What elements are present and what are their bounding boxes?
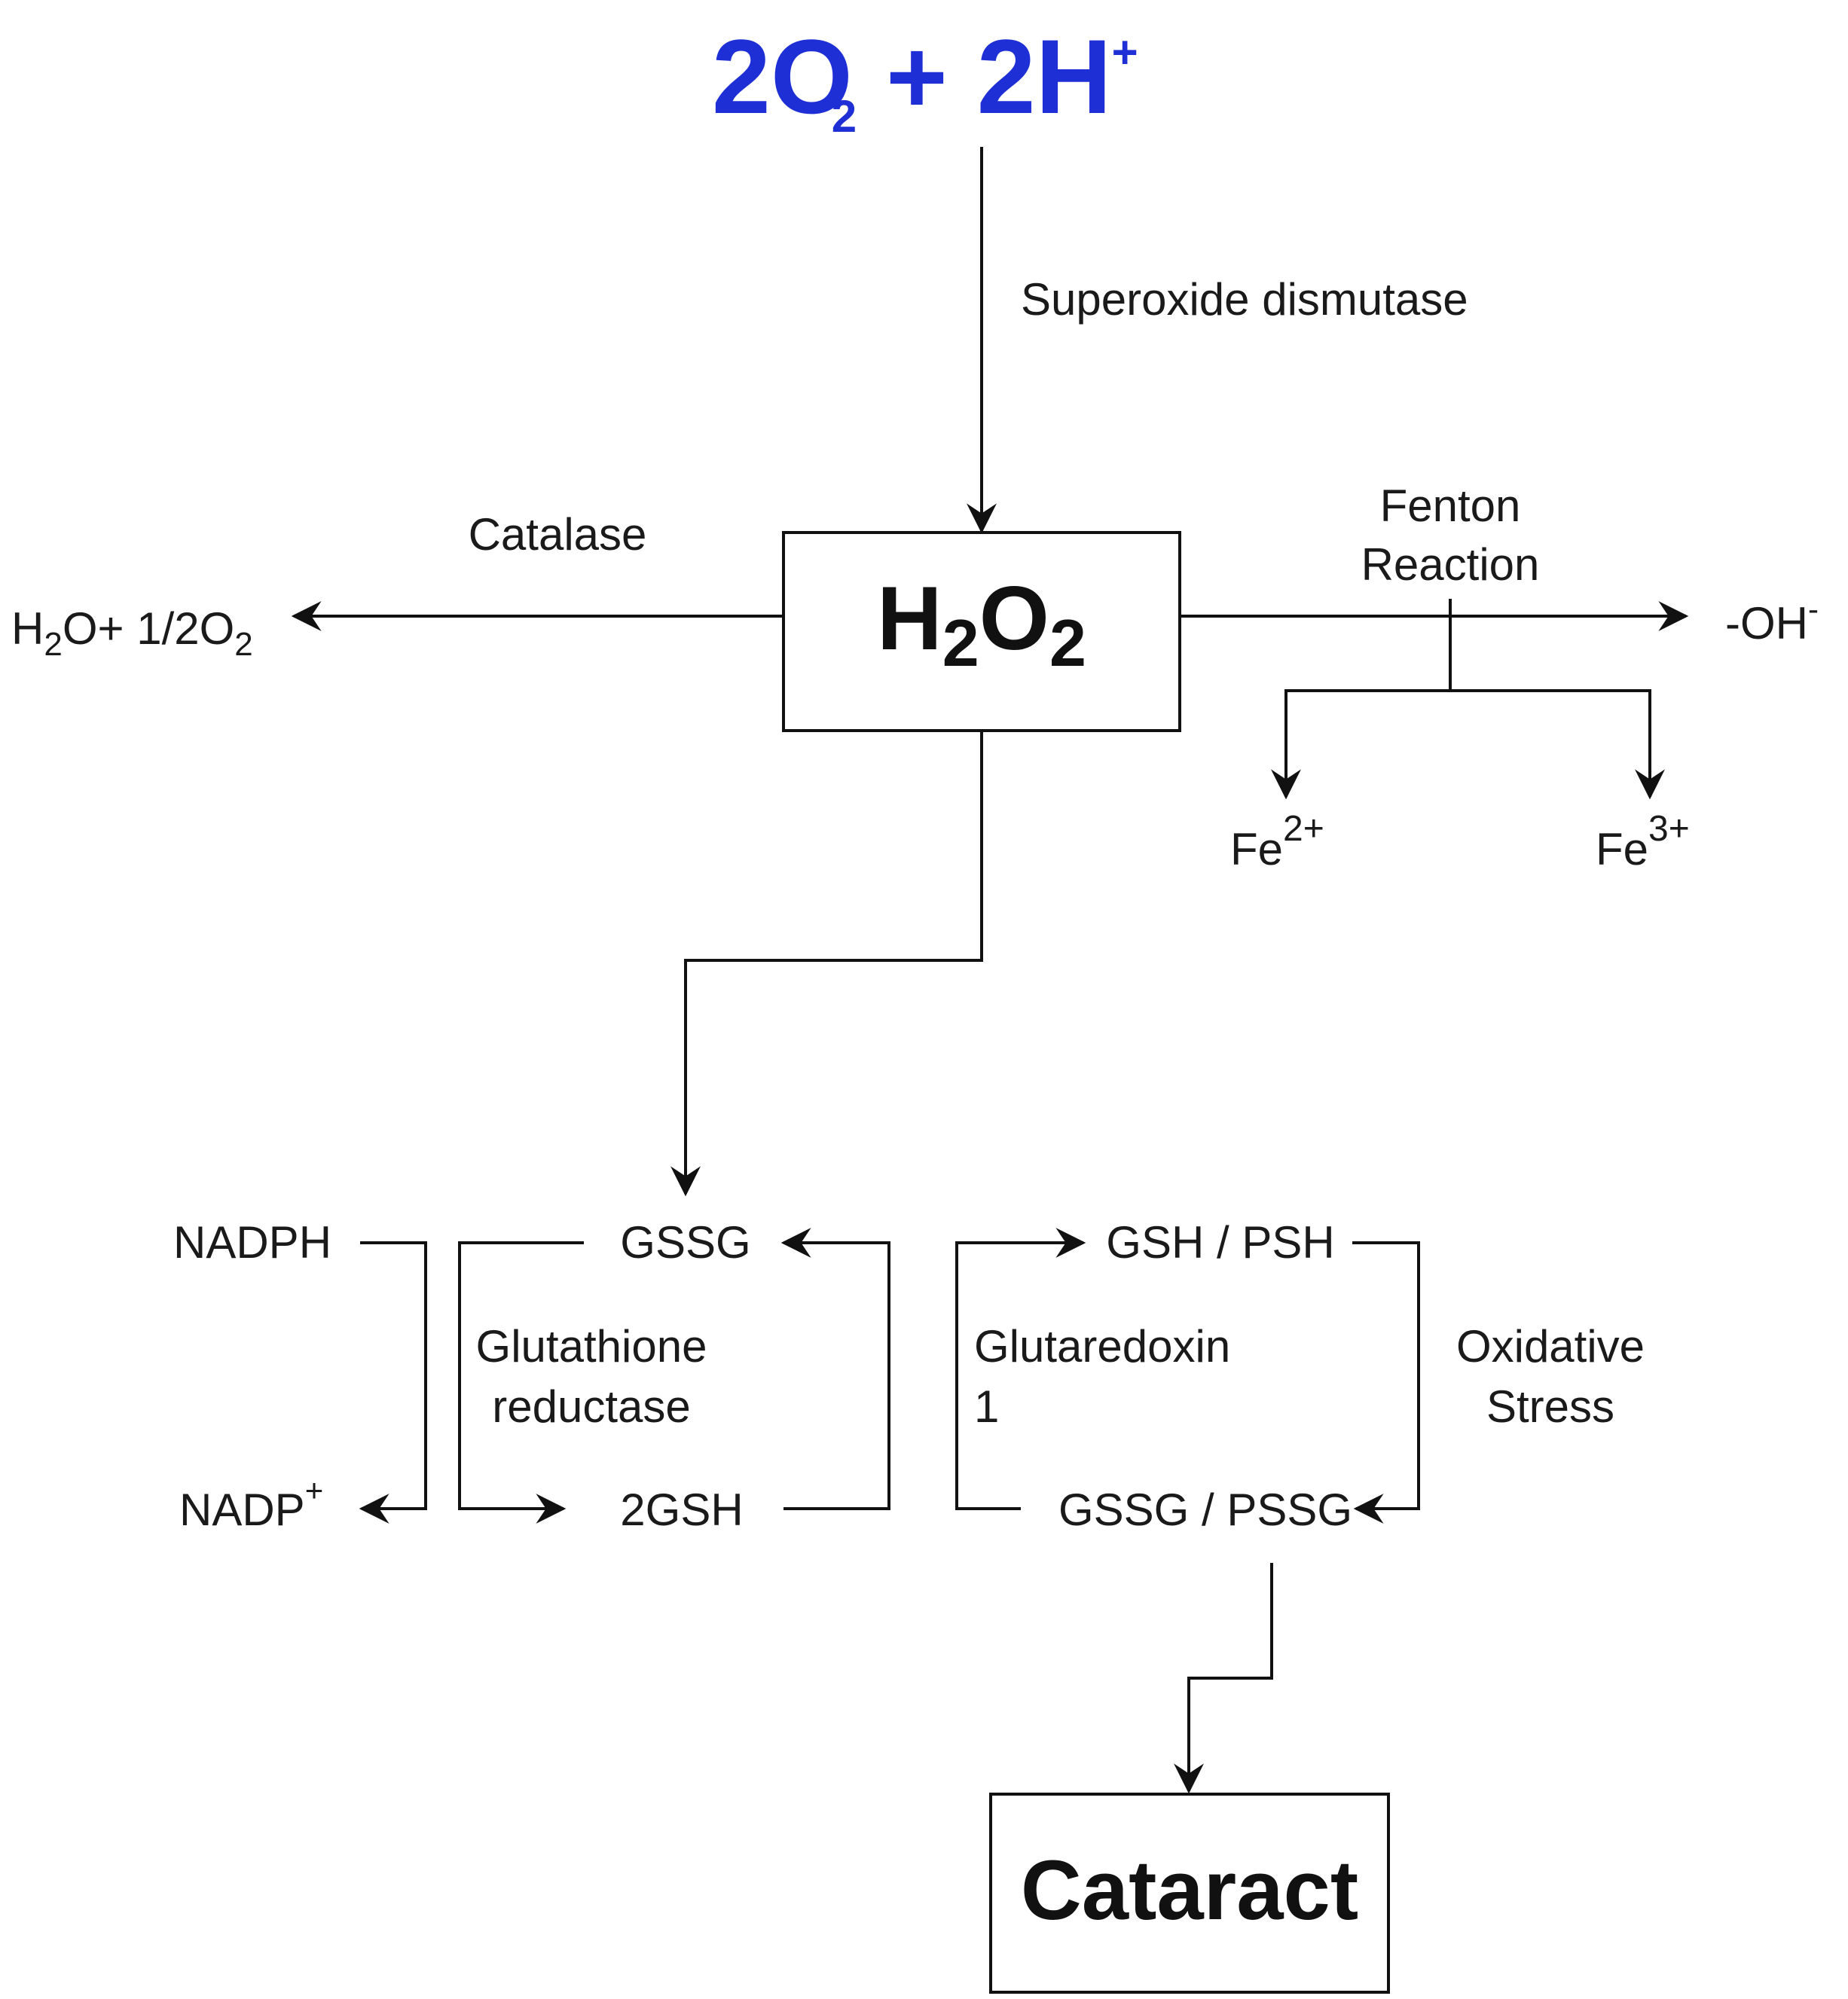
arrow-gssg-to-2gsh (458, 1241, 584, 1524)
oxidative-stress-line1: Oxidative (1456, 1321, 1645, 1372)
fe3-label: Fe3+ (1596, 809, 1690, 874)
arrow-to-fe3 (1450, 689, 1665, 800)
enzyme-grx-line1: Glutaredoxin (974, 1321, 1230, 1372)
oxidative-stress-line2: Stress (1486, 1381, 1614, 1432)
enzyme-grx-line2: 1 (974, 1381, 999, 1432)
arrow-gsh-psh-to-gssg-pssg (1352, 1241, 1420, 1524)
nadph-label: NADPH (173, 1217, 331, 1268)
reactant-equation: 2O- 2 + 2H+ (712, 17, 1138, 142)
arrow-2gsh-to-gssg (780, 1228, 890, 1510)
gsh-psh-label: GSH / PSH (1106, 1217, 1334, 1268)
proton-label: 2H (977, 17, 1112, 136)
nadp-label: NADP+ (179, 1473, 323, 1535)
cataract-label: Cataract (1021, 1843, 1358, 1937)
catalase-product: H2O+ 1/2O2 (11, 603, 253, 663)
superoxide-charge: - (830, 31, 845, 81)
arrow-to-cataract (1174, 1563, 1273, 1794)
gsh2-label: 2GSH (620, 1485, 743, 1535)
h2o2-label: H2O2 (877, 568, 1086, 680)
fe2-label: Fe2+ (1230, 809, 1324, 874)
h2o2-node (782, 531, 1181, 732)
hydroxyl-product: -OH- (1725, 591, 1819, 649)
enzyme-gr-line1: Glutathione (476, 1321, 707, 1372)
proton-charge: + (1112, 27, 1138, 78)
enzyme-fenton-line1: Fenton (1380, 481, 1521, 531)
enzyme-catalase: Catalase (469, 509, 647, 560)
arrow-gssg-pssg-to-gsh-psh (955, 1228, 1086, 1510)
plus-sign: + (857, 17, 977, 136)
enzyme-fenton-line2: Reaction (1361, 539, 1540, 590)
cataract-node (989, 1793, 1390, 1994)
enzyme-sod: Superoxide dismutase (1021, 274, 1468, 325)
gssg-pssg-label: GSSG / PSSG (1058, 1485, 1352, 1535)
arrow-nadph-to-nadp (359, 1241, 427, 1524)
arrow-h2o2-to-gssg (670, 731, 983, 1197)
superoxide-label: 2O (712, 17, 853, 136)
enzyme-gr-line2: reductase (492, 1381, 691, 1432)
gssg-label: GSSG (620, 1217, 750, 1268)
superoxide-subscript: 2 (832, 91, 857, 142)
arrow-to-fe2 (1271, 689, 1450, 800)
